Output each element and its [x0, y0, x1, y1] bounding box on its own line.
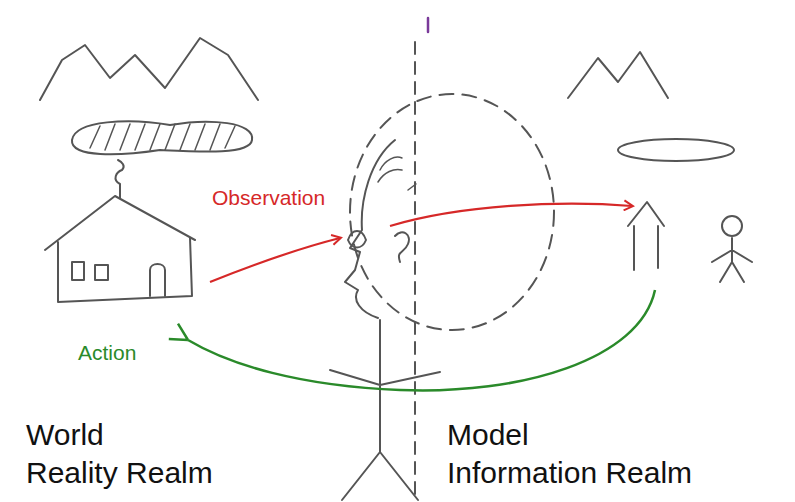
window — [72, 262, 108, 280]
ear — [395, 232, 409, 262]
realm-title: Model — [447, 418, 529, 451]
tick-mark — [427, 18, 430, 32]
realm-title: World — [26, 418, 104, 451]
model-house — [628, 202, 664, 270]
chimney-smoke — [116, 160, 124, 198]
door — [150, 264, 165, 296]
hair — [378, 157, 416, 190]
realm-title: Information Realm — [447, 456, 692, 489]
arrow-label: Observation — [212, 186, 325, 209]
house — [45, 196, 195, 302]
cloud — [72, 121, 252, 154]
face-profile — [345, 140, 395, 318]
realm-title: Reality Realm — [26, 456, 213, 489]
observation-arrow — [390, 204, 632, 226]
model-person-head — [722, 216, 742, 236]
observation-arrow — [210, 238, 340, 282]
action-arrow — [188, 290, 655, 390]
model-lake — [618, 139, 734, 161]
divider-line — [414, 42, 416, 500]
mountains — [40, 38, 258, 100]
cloud-hatch — [90, 124, 235, 150]
eye — [348, 231, 366, 248]
model-person — [712, 238, 752, 282]
arrow-label: Action — [78, 341, 136, 364]
model-mountains — [568, 52, 668, 98]
stick-body — [330, 320, 440, 500]
